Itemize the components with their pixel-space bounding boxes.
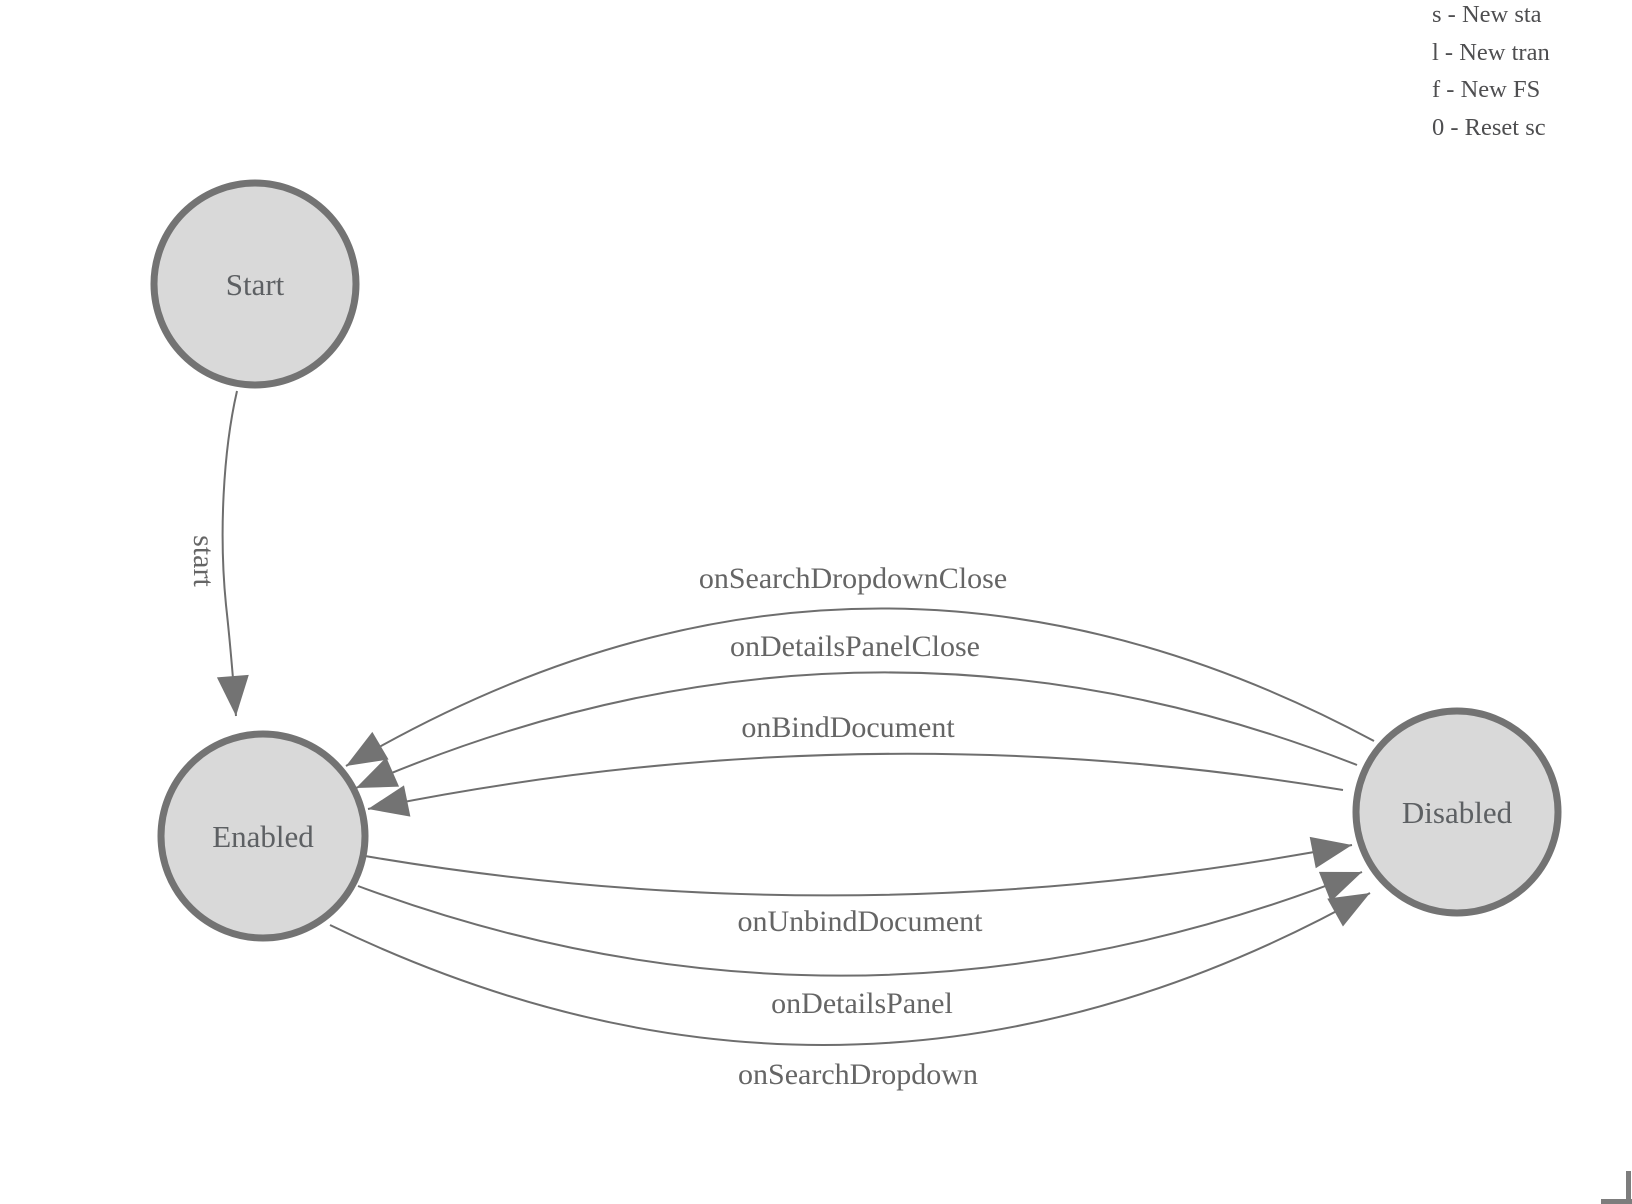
state-node-start[interactable]: Start xyxy=(150,179,360,389)
canvas-resize-corner[interactable] xyxy=(1626,1171,1631,1204)
legend-item-new-fsm: f - New FS xyxy=(1432,76,1541,104)
edge-label-onSearchDropdownClose: onSearchDropdownClose xyxy=(699,562,1007,595)
transition-labels: start onSearchDropdownClose onDetailsPan… xyxy=(187,535,1007,1091)
state-circle-disabled xyxy=(1352,707,1562,917)
state-label-start: Start xyxy=(226,267,285,302)
transition-edges xyxy=(216,390,1375,1046)
transition-edge-onBindDocument[interactable] xyxy=(367,752,1344,817)
legend: s - New sta l - New tran f - New FS 0 - … xyxy=(1432,0,1550,146)
legend-item-reset: 0 - Reset sc xyxy=(1432,113,1546,141)
canvas-resize-corner-edge[interactable] xyxy=(1601,1199,1632,1204)
state-label-enabled: Enabled xyxy=(212,819,314,854)
edge-label-onBindDocument: onBindDocument xyxy=(741,711,955,744)
edge-label-start: start xyxy=(187,535,220,587)
transition-edge-onDetailsPanelClose[interactable] xyxy=(355,671,1358,789)
state-node-enabled[interactable]: Enabled xyxy=(157,730,369,942)
state-label-disabled: Disabled xyxy=(1402,795,1513,830)
edge-label-onDetailsPanelClose: onDetailsPanelClose xyxy=(730,630,980,663)
edge-label-onSearchDropdown: onSearchDropdown xyxy=(738,1058,978,1091)
edge-label-onUnbindDocument: onUnbindDocument xyxy=(738,905,984,938)
legend-item-new-transition: l - New tran xyxy=(1432,38,1550,66)
edge-label-onDetailsPanel: onDetailsPanel xyxy=(771,987,953,1020)
transition-edge-onDetailsPanel[interactable] xyxy=(357,871,1363,977)
legend-item-new-state: s - New sta xyxy=(1432,1,1542,28)
transition-edge-onUnbindDocument[interactable] xyxy=(364,836,1353,897)
state-circle-enabled xyxy=(157,730,369,942)
transition-edge-onSearchDropdownClose[interactable] xyxy=(345,607,1375,767)
state-node-disabled[interactable]: Disabled xyxy=(1352,707,1562,917)
transition-edge-start[interactable] xyxy=(216,390,249,717)
state-circle-start xyxy=(150,179,360,389)
transition-edge-onSearchDropdown[interactable] xyxy=(329,892,1371,1046)
